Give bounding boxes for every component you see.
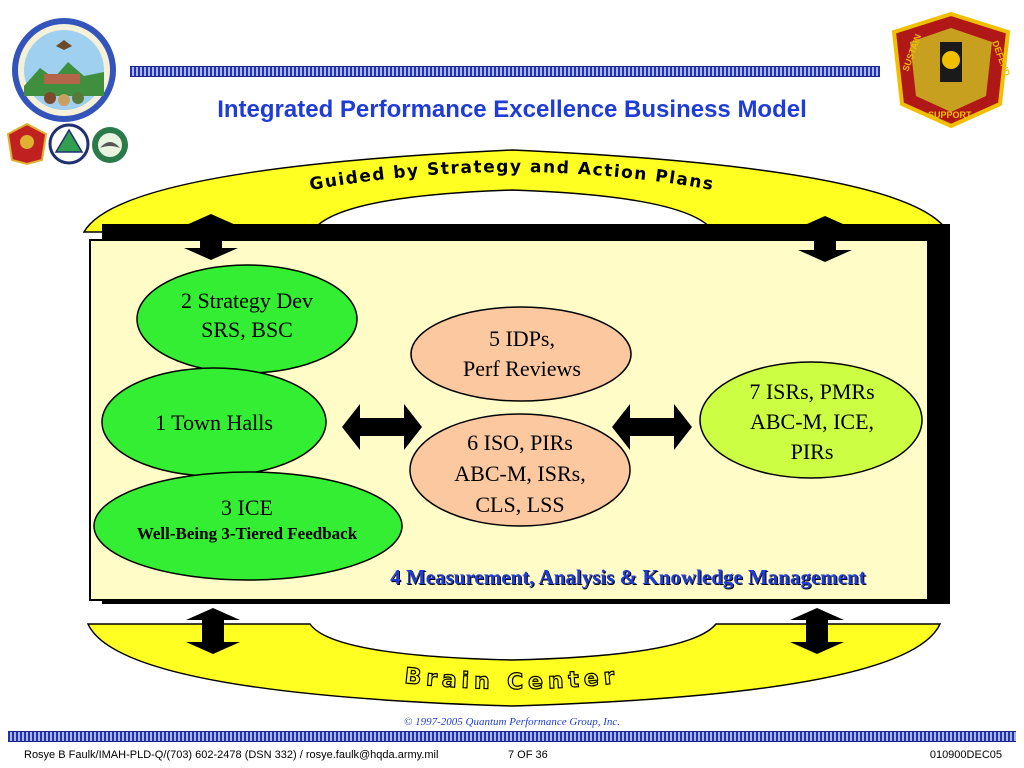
oval-strategy-line1: 2 Strategy Dev [181, 288, 313, 313]
oval-isrs-line2: ABC-M, ICE, [749, 409, 875, 434]
oval-idps-line1: 5 IDPs, [488, 326, 555, 351]
measurement-label: 4 Measurement, Analysis & Knowledge Mana… [390, 565, 866, 589]
oval-iso [409, 413, 631, 527]
footer-stripe-top [8, 731, 1016, 742]
army-seal-small-icon [6, 122, 48, 166]
oval-ice-text: 3 ICE Well-Being 3-Tiered Feedback [94, 488, 400, 552]
arrow-top-left [184, 214, 238, 260]
bottom-arc [86, 623, 942, 707]
oval-isrs-text: 7 ISRs, PMRs ABC-M, ICE, PIRs [702, 376, 922, 468]
oval-strategy-line2: SRS, BSC [201, 317, 293, 342]
oval-iso-text: 6 ISO, PIRs ABC-M, ISRs, CLS, LSS [412, 426, 628, 520]
footer-page-number: 7 OF 36 [508, 749, 548, 761]
arrow-bottom-right [790, 608, 844, 654]
top-arc [82, 149, 950, 233]
eagle-seal-icon [92, 127, 128, 163]
footer-contact: Rosye B Faulk/IMAH-PLD-Q/(703) 602-2478 … [24, 749, 439, 761]
copyright: © 1997-2005 Quantum Performance Group, I… [403, 716, 620, 728]
footer-code: 010900DEC05 [929, 749, 1002, 761]
oval-ice-line1: 3 ICE [221, 495, 273, 520]
page-title: Integrated Performance Excellence Busine… [217, 96, 807, 123]
oval-isrs-line3: PIRs [790, 439, 834, 464]
oval-idps-line2: Perf Reviews [463, 356, 581, 381]
oval-town-halls-line1: 1 Town Halls [155, 410, 273, 435]
installation-seal-icon [48, 123, 90, 165]
army-support-seal: SUSTAIN DEFEND SUPPORT [891, 12, 1012, 128]
seal-text-support: SUPPORT [928, 110, 972, 120]
oval-idps [410, 306, 632, 402]
oval-strategy-text: 2 Strategy Dev SRS, BSC [137, 280, 357, 350]
imcom-seal [12, 18, 116, 122]
oval-isrs-line1: 7 ISRs, PMRs [749, 379, 875, 404]
arrow-bottom-left [186, 608, 240, 654]
oval-idps-text: 5 IDPs, Perf Reviews [412, 322, 632, 386]
arrow-horizontal-left [342, 404, 422, 450]
arrow-top-right [798, 216, 852, 262]
oval-iso-line1: 6 ISO, PIRs [467, 429, 573, 455]
oval-iso-line3: CLS, LSS [475, 491, 565, 517]
oval-iso-line2: ABC-M, ISRs, [454, 460, 586, 486]
oval-ice [93, 471, 403, 581]
oval-ice-line2: Well-Being 3-Tiered Feedback [136, 524, 358, 543]
oval-town-halls-text: 1 Town Halls [102, 404, 326, 442]
arrow-horizontal-right [612, 404, 692, 450]
header-stripe [130, 66, 880, 77]
oval-isrs [699, 361, 923, 479]
